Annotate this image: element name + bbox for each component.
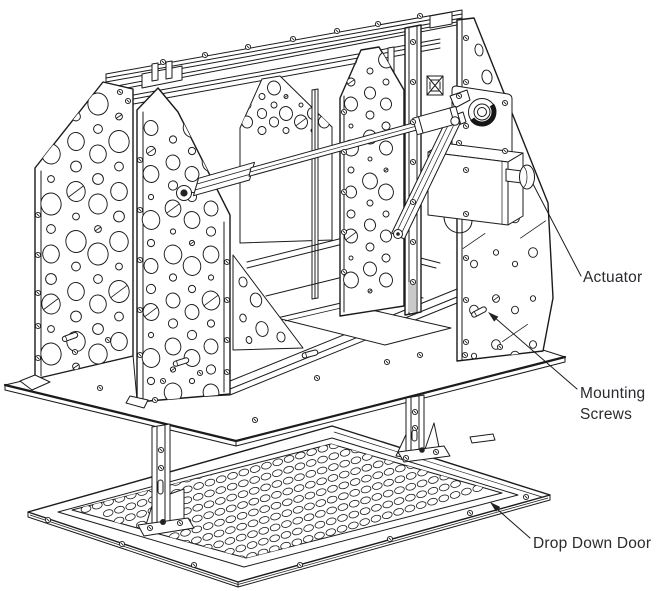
- mounting-screws-label-line2: Screws: [580, 406, 632, 423]
- rod-sleeve: [413, 106, 461, 134]
- square-vent-icon: [427, 76, 443, 95]
- conduit-loop: [444, 215, 472, 233]
- post-shadow: [408, 282, 416, 312]
- left-inner-panel: [126, 88, 230, 408]
- right-inner-panel: [340, 47, 404, 316]
- actuator-motor: [428, 143, 535, 225]
- drop-down-door-label: Drop Down Door: [533, 535, 651, 552]
- support-strut-left: [138, 424, 194, 536]
- mounting-screws-arrowhead-icon: [488, 312, 499, 322]
- mounting-screws-leader-line: [494, 317, 577, 389]
- mounting-screw-pins: [62, 306, 488, 367]
- support-strut-right: [396, 395, 450, 462]
- drop-down-door-panel: [28, 426, 550, 587]
- actuator-leader-line: [533, 184, 581, 276]
- drop-down-door-arrowhead-icon: [490, 502, 501, 512]
- mounting-screws-label-line1: Mounting: [580, 385, 645, 402]
- corner-post: [405, 25, 443, 315]
- drop-down-door-leader-line: [497, 509, 530, 538]
- drive-rod: [177, 106, 461, 200]
- left-outer-panel: [20, 82, 133, 390]
- shaft-coupling: [447, 90, 499, 129]
- actuator-label: Actuator: [583, 269, 642, 286]
- annotations: Actuator Mounting Screws Drop Down Door: [488, 184, 651, 552]
- screw-heads: [35, 13, 528, 567]
- actuator-assembly: [428, 86, 535, 233]
- perforation-holes: [238, 276, 286, 344]
